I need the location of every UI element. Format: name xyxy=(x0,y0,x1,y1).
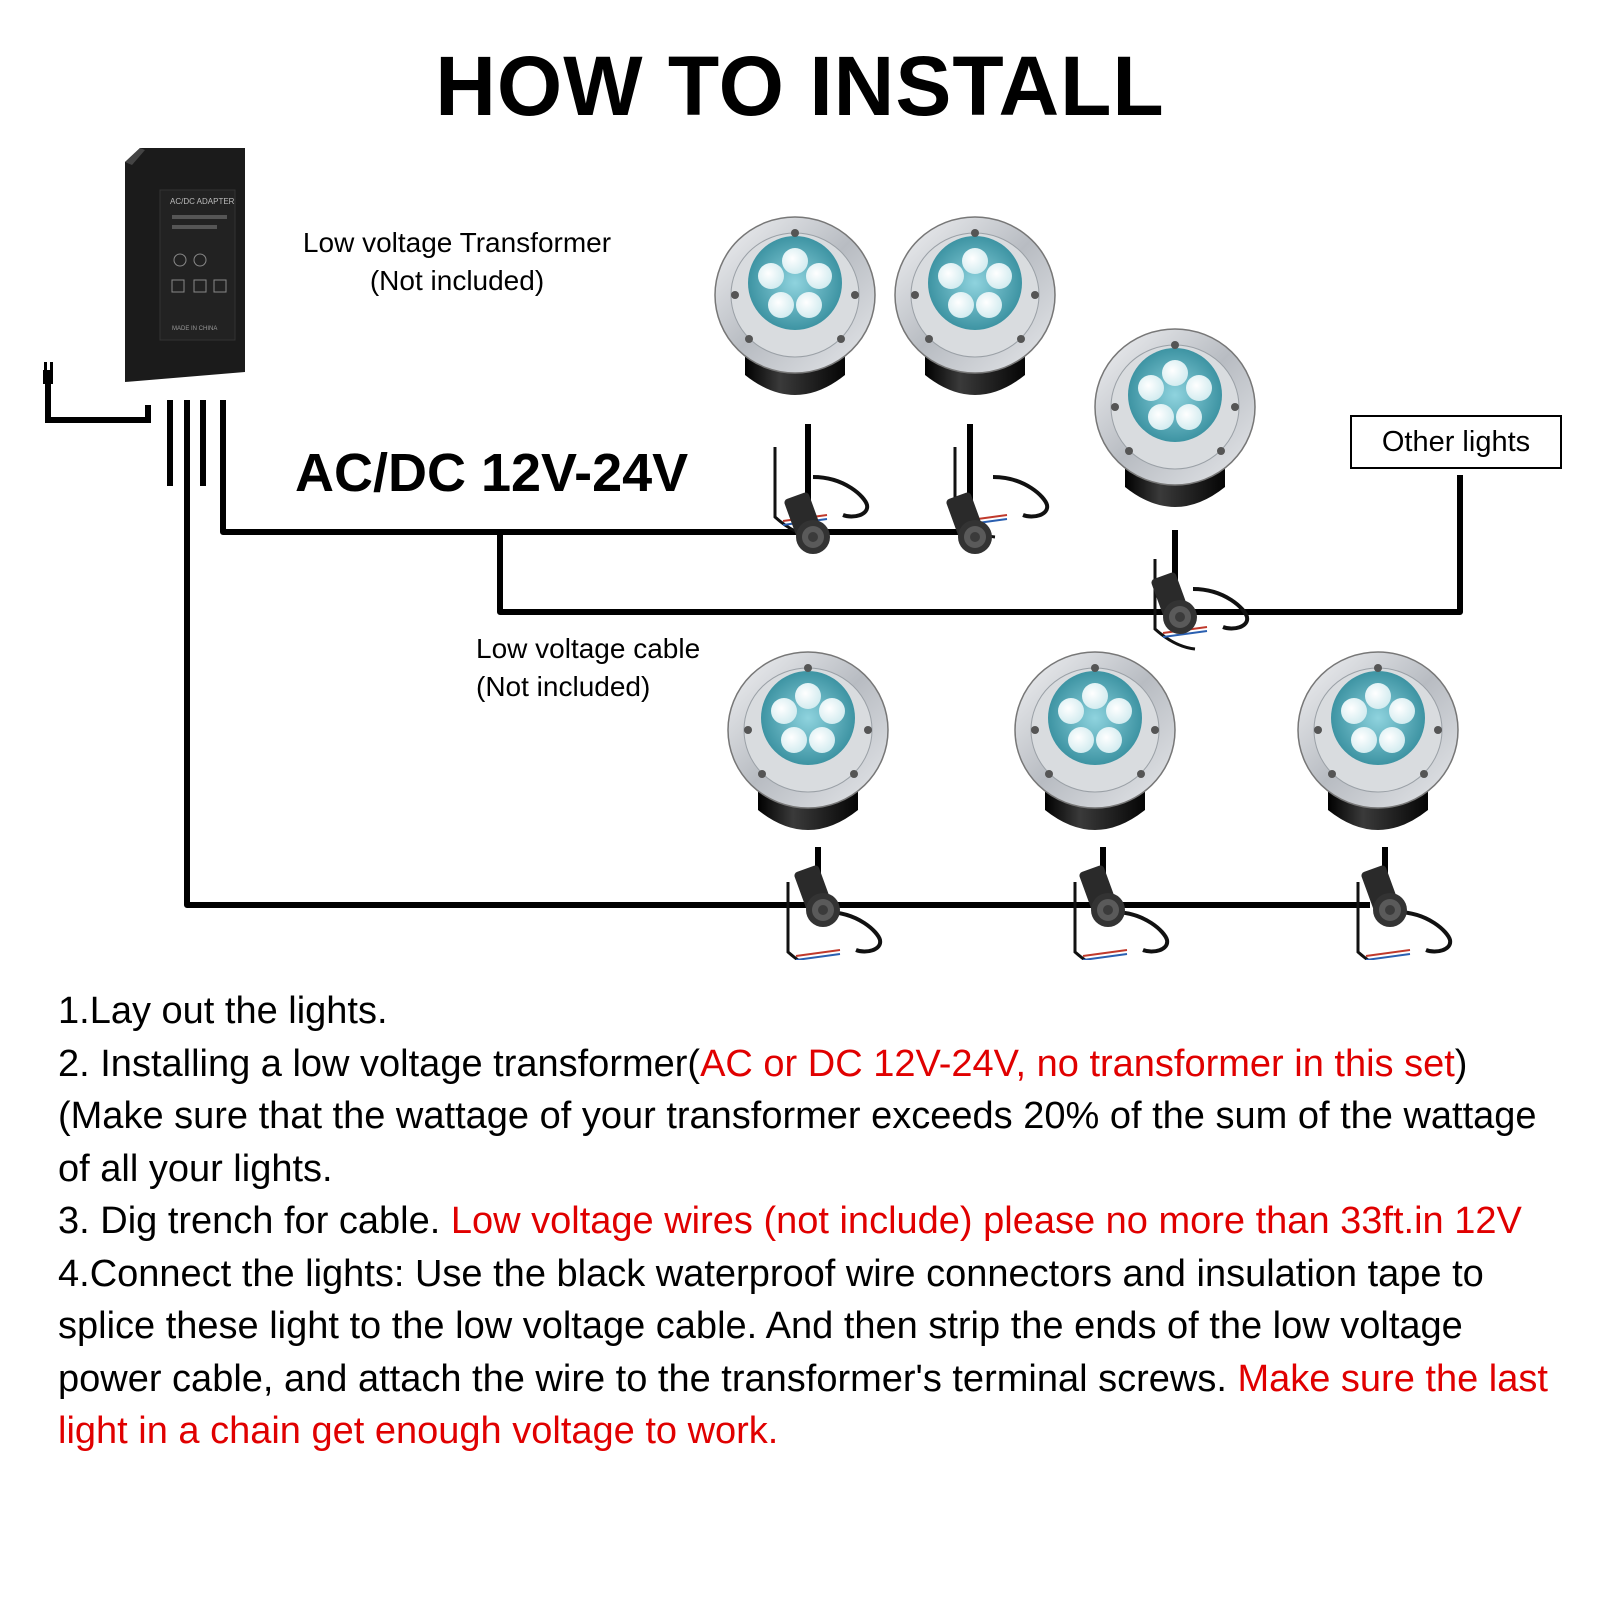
wire-connector-1 xyxy=(783,491,830,554)
other-lights-box: Other lights xyxy=(1350,415,1562,469)
wire-connector-3 xyxy=(1150,571,1197,634)
transformer-label-title: Low voltage Transformer xyxy=(302,227,612,258)
step-1: 1.Lay out the lights. xyxy=(58,990,388,1032)
wire-connector-6 xyxy=(1360,864,1407,927)
wattage-note: (Make sure that the wattage of your tran… xyxy=(58,1095,1537,1190)
wire-connector-4 xyxy=(793,864,840,927)
spot-light-2 xyxy=(893,215,1057,539)
step-3-text: 3. Dig trench for cable. xyxy=(58,1200,451,1242)
cable-label-title: Low voltage cable xyxy=(476,633,701,664)
step-3: 3. Dig trench for cable. Low voltage wir… xyxy=(58,1195,1558,1248)
step-4: 4.Connect the lights: Use the black wate… xyxy=(58,1248,1558,1458)
wiring-diagram: AC/DC ADAPTER MADE IN CHINA xyxy=(43,148,1463,960)
step-4-warning: Make sure the last light in a chain get … xyxy=(58,1357,1548,1453)
transformer-origin-text: MADE IN CHINA xyxy=(172,326,217,332)
spot-light-1 xyxy=(713,215,877,539)
wire-connector-5 xyxy=(1078,864,1125,927)
page-title: HOW TO INSTALL xyxy=(435,39,1165,133)
cable-label-note: (Not included) xyxy=(476,671,651,702)
transformer-adapter: AC/DC ADAPTER MADE IN CHINA xyxy=(125,148,245,382)
transformer-label-note: (Not included) xyxy=(369,265,545,296)
step-2-warning: AC or DC 12V-24V, no transformer in this… xyxy=(700,1042,1455,1085)
step-2-close: ) xyxy=(1454,1042,1468,1085)
cable-label: Low voltage cable (Not included) xyxy=(476,630,700,706)
step-3-warning: Low voltage wires (not include) please n… xyxy=(450,1200,1522,1242)
power-plug-icon xyxy=(43,362,151,423)
transformer-brand-text: AC/DC ADAPTER xyxy=(170,197,235,206)
step-4-text: 4.Connect the lights: Use the black wate… xyxy=(58,1252,1484,1400)
step-2-text: 2. Installing a low voltage transformer( xyxy=(58,1042,701,1085)
voltage-label: AC/DC 12V-24V xyxy=(295,443,689,503)
install-instructions: 1.Lay out the lights. 2. Installing a lo… xyxy=(58,985,1558,1458)
step-2: 2. Installing a low voltage transformer(… xyxy=(58,1038,1558,1091)
transformer-label: Low voltage Transformer (Not included) xyxy=(272,224,642,300)
